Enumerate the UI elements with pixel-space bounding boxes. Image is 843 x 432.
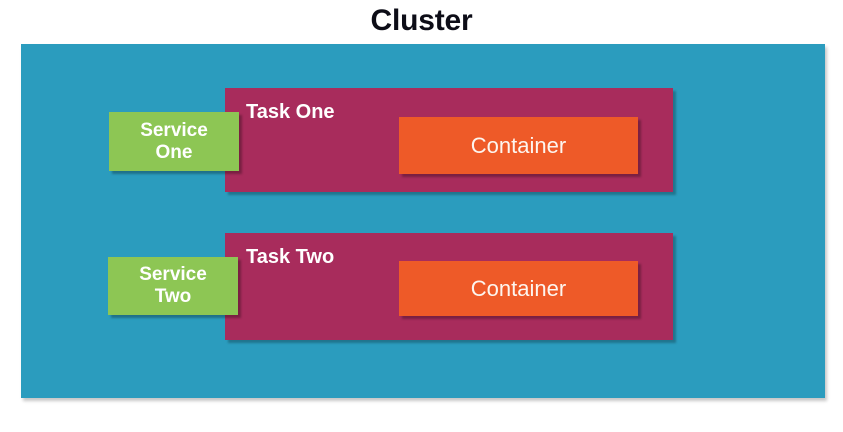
- container-box-task-one: Container: [399, 117, 638, 174]
- service-box-one: Service One: [109, 112, 239, 171]
- service-two-label-line1: Service: [139, 264, 207, 285]
- service-box-two: Service Two: [108, 257, 238, 315]
- cluster-box: Task One Container Service One Task Two …: [21, 44, 825, 398]
- container-box-task-two: Container: [399, 261, 638, 316]
- container-one-label: Container: [470, 132, 567, 158]
- task-two-label: Task Two: [246, 246, 335, 268]
- service-two-label-line2: Two: [154, 286, 192, 307]
- service-one-label-line1: Service: [140, 119, 208, 141]
- container-two-label: Container: [470, 275, 567, 301]
- service-one-label-line2: One: [155, 141, 193, 163]
- page-title: Cluster: [370, 4, 473, 37]
- task-box-one: Task One Container: [225, 88, 673, 192]
- task-one-label: Task One: [246, 101, 335, 123]
- task-box-two: Task Two Container: [225, 233, 673, 340]
